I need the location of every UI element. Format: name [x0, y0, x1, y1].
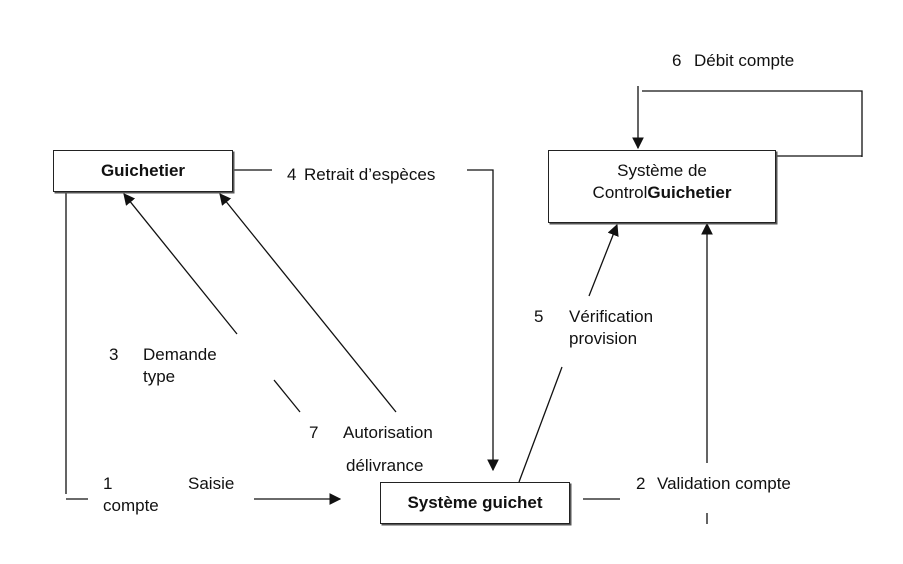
node-guichetier[interactable]: Guichetier	[53, 150, 233, 192]
msg-7-text2: délivrance	[346, 456, 424, 475]
msg-3-text: Demande	[143, 345, 217, 364]
msg-5-text2: provision	[569, 329, 638, 348]
msg-5-text: Vérification	[569, 307, 654, 326]
msg-3-text2: type	[143, 367, 176, 386]
link-3-demande-lower	[273, 379, 301, 413]
msg-6-text: Débit compte	[694, 51, 795, 70]
msg-5-num: 5	[534, 307, 544, 326]
msg-1-num: 1	[103, 474, 113, 493]
msg-1-text2: compte	[103, 496, 159, 515]
msg-2-text: Validation compte	[657, 474, 791, 493]
msg-2-num: 2	[636, 474, 646, 493]
link-6-debit-loop	[642, 90, 863, 157]
msg-6-num: 6	[672, 51, 682, 70]
msg-1-text: Saisie	[188, 474, 235, 493]
node-systeme-guichet-label: Système guichet	[407, 493, 543, 512]
arrow-4-retrait	[467, 169, 499, 472]
node-systeme-control-guichetier[interactable]: Système de ControlGuichetier	[548, 150, 776, 223]
node-guichetier-label: Guichetier	[100, 161, 186, 180]
msg-7-text: Autorisation	[343, 423, 433, 442]
node-systeme-guichet[interactable]: Système guichet	[380, 482, 570, 524]
msg-4-text: Retrait d’espèces	[304, 165, 436, 184]
node-systeme-control-line1: Système de	[617, 161, 707, 180]
msg-7-num: 7	[309, 423, 319, 442]
arrow-5-verification	[588, 223, 619, 297]
arrow-7-autorisation	[219, 193, 397, 413]
msg-3-num: 3	[109, 345, 119, 364]
msg-4-num: 4	[287, 165, 297, 184]
link-5-verification-lower	[518, 366, 563, 483]
arrow-3-demande	[123, 193, 238, 335]
node-systeme-control-line2: ControlGuichetier	[592, 183, 732, 202]
